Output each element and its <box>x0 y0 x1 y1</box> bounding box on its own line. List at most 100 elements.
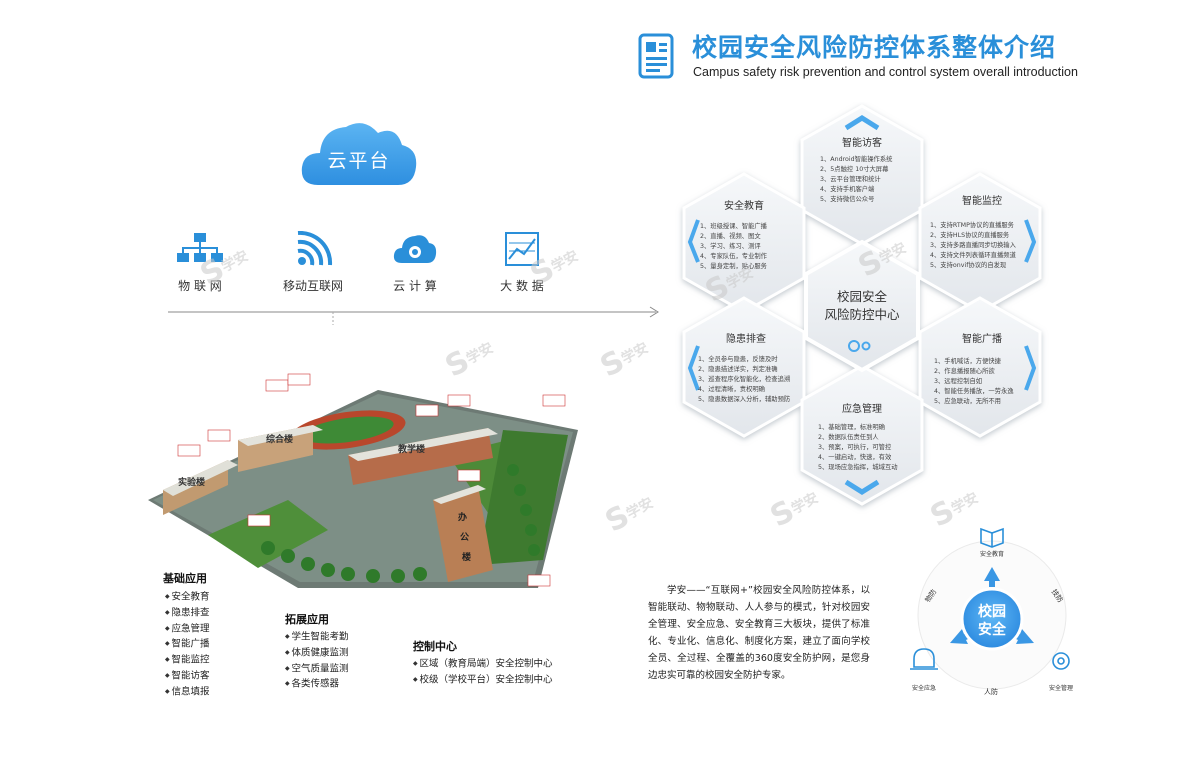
list-item: 学生智能考勤 <box>285 629 349 645</box>
description-text: 学安——“互联网+”校园安全风险防控体系，以智能联动、物物联动、人人参与的模式，… <box>648 585 870 681</box>
book-icon <box>980 527 1004 548</box>
page-title: 校园安全风险防控体系整体介绍 <box>692 33 1057 62</box>
building-label: 综合楼 <box>266 433 293 445</box>
hex-item: 3、学习、练习、测评 <box>700 243 761 250</box>
list-item: 各类传感器 <box>285 676 349 692</box>
hex-visitor-content: 智能访客 1、Android智能操作系统 2、5点触控 10寸大屏幕 3、云平台… <box>802 134 922 205</box>
tech-mobile-internet: 移动互联网 <box>258 231 368 294</box>
center-hex-line: 风险防控中心 <box>824 307 900 322</box>
watermark: S学安 <box>595 330 655 385</box>
page-subtitle: Campus safety risk prevention and contro… <box>693 65 1078 79</box>
basic-apps-title: 基础应用 <box>163 572 207 585</box>
hex-monitor-content: 智能监控 1、支持RTMP协议的直播服务 2、支持HLS协议的直播服务 3、支持… <box>920 192 1044 271</box>
hex-item: 2、隐患描述详实，判定准确 <box>698 366 778 373</box>
ext-apps-list: 学生智能考勤 体质健康监测 空气质量监测 各类传感器 <box>285 629 349 692</box>
tech-label: 大 数 据 <box>500 279 544 293</box>
hex-items: 1、手机喊话，方便快捷 2、作息播报随心所欲 3、远程控制自如 4、智能任务播放… <box>934 357 1042 407</box>
building-label: 楼 <box>462 551 471 563</box>
hex-item: 1、支持RTMP协议的直播服务 <box>930 222 1014 229</box>
hexagon-cluster: 智能访客 1、Android智能操作系统 2、5点触控 10寸大屏幕 3、云平台… <box>668 102 1058 522</box>
hex-broadcast-content: 智能广播 1、手机喊话，方便快捷 2、作息播报随心所欲 3、远程控制自如 4、智… <box>922 330 1042 407</box>
hex-item: 2、作息播报随心所欲 <box>934 368 995 375</box>
arc-label-people: 人防 <box>984 688 998 696</box>
hex-item: 5、应急联动，无所不用 <box>934 398 1001 405</box>
hex-item: 4、智能任务播放，一劳永逸 <box>934 388 1014 395</box>
list-item: 信息填报 <box>165 684 210 700</box>
list-item: 隐患排查 <box>165 605 210 621</box>
list-item: 区域（教育局端）安全控制中心 <box>413 656 553 672</box>
list-item: 安全教育 <box>165 589 210 605</box>
list-item: 智能访客 <box>165 668 210 684</box>
hex-item: 3、云平台管理和统计 <box>820 176 881 183</box>
hex-title: 智能访客 <box>842 138 882 149</box>
cloud-label: 云平台 <box>327 150 391 172</box>
hex-emergency-content: 应急管理 1、基础管理，标准明确 2、数据队伍责任到人 3、预案，可执行，可管控… <box>802 400 922 473</box>
safety-center-line: 安全 <box>978 622 1006 638</box>
hex-item: 5、支持onvif协议的自发现 <box>930 262 1007 269</box>
hex-item: 1、班级授课、智能广播 <box>700 223 767 230</box>
list-item: 智能广播 <box>165 636 210 652</box>
hex-hazard-content: 隐患排查 1、全员参与隐患，反馈及时 2、隐患描述详实，判定准确 3、巡查程序化… <box>684 330 808 405</box>
tech-label: 云 计 算 <box>393 279 437 293</box>
tech-big-data: 大 数 据 <box>467 231 577 294</box>
alarm-icon <box>910 648 938 670</box>
control-center-title: 控制中心 <box>413 640 457 653</box>
hex-items: 1、支持RTMP协议的直播服务 2、支持HLS协议的直播服务 3、支持多路直播同… <box>930 221 1044 271</box>
hex-title: 应急管理 <box>842 404 882 415</box>
hex-item: 2、数据队伍责任到人 <box>818 434 879 441</box>
hex-title: 隐患排查 <box>726 334 766 345</box>
hex-title: 安全教育 <box>724 201 764 212</box>
cloud-platform-icon <box>298 115 420 195</box>
hex-item: 4、支持文件列表循环直播频道 <box>930 252 1016 259</box>
hex-item: 5、隐患数据深入分析，辅助预防 <box>698 396 791 403</box>
hex-item: 2、5点触控 10寸大屏幕 <box>820 166 889 173</box>
building-label: 教学楼 <box>397 443 425 455</box>
hex-item: 4、过程清晰，责权明确 <box>698 386 765 393</box>
tech-iot: 物 联 网 <box>145 231 255 294</box>
hex-item: 4、一键启动，快速，有效 <box>818 454 892 461</box>
hex-items: 1、基础管理，标准明确 2、数据队伍责任到人 3、预案，可执行，可管控 4、一键… <box>818 423 922 473</box>
document-icon <box>638 33 674 79</box>
cloud-gear-icon <box>393 235 437 263</box>
hex-education-content: 安全教育 1、班级授课、智能广播 2、直播、视频、图文 3、学习、练习、测评 4… <box>684 197 804 272</box>
hex-item: 1、基础管理，标准明确 <box>818 424 885 431</box>
safety-diagram: 校园 安全 安全教育 安全应急 安全管理 物防 技防 人防 <box>900 525 1085 700</box>
hex-item: 1、Android智能操作系统 <box>820 156 893 163</box>
hex-item: 2、直播、视频、图文 <box>700 233 761 240</box>
list-item: 应急管理 <box>165 621 210 637</box>
list-item: 智能监控 <box>165 652 210 668</box>
building-label: 办 <box>458 511 467 523</box>
control-center-list: 区域（教育局端）安全控制中心 校级（学校平台）安全控制中心 <box>413 656 553 688</box>
watermark: S学安 <box>600 485 660 540</box>
tech-label: 移动互联网 <box>282 279 343 293</box>
hex-emergency <box>800 364 924 506</box>
campus-illustration: 综合楼 实验楼 教学楼 办 公 楼 <box>148 360 578 588</box>
hex-center <box>804 239 920 373</box>
tech-cloud-computing: 云 计 算 <box>360 231 470 294</box>
hex-item: 3、支持多路直播同步切换输入 <box>930 242 1016 249</box>
hex-items: 1、班级授课、智能广播 2、直播、视频、图文 3、学习、练习、测评 4、专家队伍… <box>700 222 804 272</box>
tech-label: 物 联 网 <box>178 279 222 293</box>
safety-manage-label: 安全管理 <box>1048 685 1073 692</box>
hex-item: 5、现场应急指挥，城域互动 <box>818 464 898 471</box>
ext-apps-title: 拓展应用 <box>285 613 329 626</box>
hex-title: 智能广播 <box>962 334 1002 345</box>
list-item: 空气质量监测 <box>285 661 349 677</box>
list-item: 体质健康监测 <box>285 645 349 661</box>
hex-item: 2、支持HLS协议的直播服务 <box>930 232 1010 239</box>
hex-item: 1、手机喊话，方便快捷 <box>934 358 1001 365</box>
hex-item: 3、远程控制自如 <box>934 378 983 385</box>
safety-center-line: 校园 <box>978 604 1006 620</box>
building-label: 公 <box>460 532 469 543</box>
hex-items: 1、全员参与隐患，反馈及时 2、隐患描述详实，判定准确 3、巡查程序化智能化，检… <box>698 355 808 405</box>
hex-item: 3、巡查程序化智能化，检查追溯 <box>698 376 791 383</box>
hex-item: 4、专家队伍，专业制作 <box>700 253 767 260</box>
basic-apps-list: 安全教育 隐患排查 应急管理 智能广播 智能监控 智能访客 信息填报 <box>165 589 210 699</box>
hex-item: 5、支持微信公众号 <box>820 196 875 203</box>
hex-item: 5、量身定制，贴心服务 <box>700 263 767 270</box>
connector-arrow <box>168 305 668 325</box>
building-label: 实验楼 <box>178 476 205 488</box>
hex-items: 1、Android智能操作系统 2、5点触控 10寸大屏幕 3、云平台管理和统计… <box>820 155 922 205</box>
hex-item: 3、预案，可执行，可管控 <box>818 444 892 451</box>
gear-icon <box>1052 652 1070 670</box>
